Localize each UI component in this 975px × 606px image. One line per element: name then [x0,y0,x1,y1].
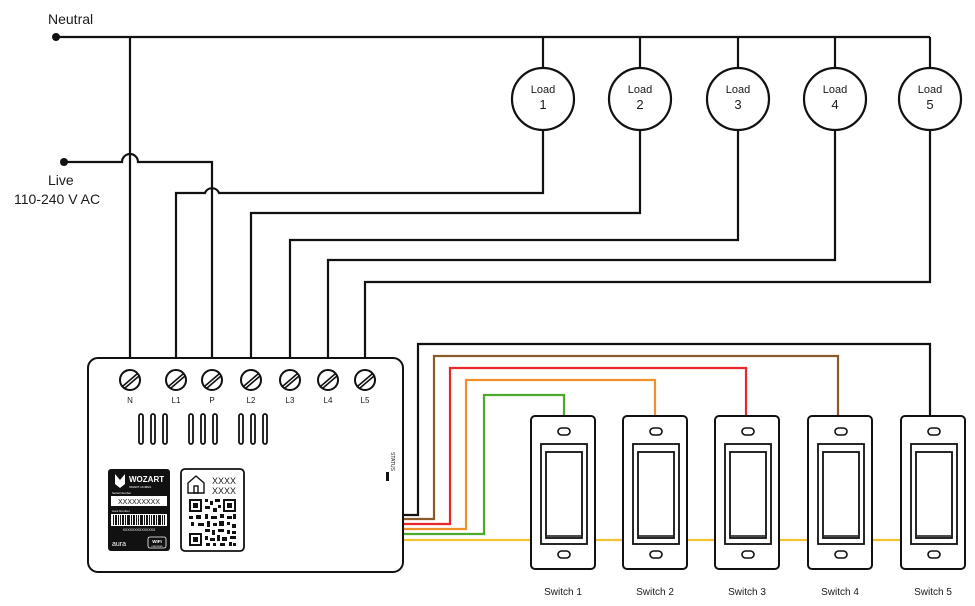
svg-text:Load: Load [531,84,555,96]
terminal-p [201,369,223,391]
qr-code-line-2: XXXX [212,486,236,496]
qr-code-line-1: XXXX [212,476,236,486]
vent-slots [138,413,268,445]
terminal-label-l3: L3 [286,396,295,405]
brand-subtitle: SMART HOMES [129,485,151,489]
load-return-wires [249,130,932,368]
svg-text:CERTIFIED: CERTIFIED [151,546,163,548]
svg-text:3: 3 [734,97,741,112]
load-4: Load 4 [802,66,868,132]
qr-sticker: XXXX XXXX [180,468,245,552]
svg-text:1: 1 [539,97,546,112]
qr-code [189,499,236,546]
svg-text:Load: Load [823,84,847,96]
terminal-screws [119,369,376,391]
wire-black [403,342,932,517]
switch-label-2: Switch 2 [636,587,674,598]
svg-text:WIFI: WIFI [152,539,162,544]
switch-label-5: Switch 5 [914,587,952,598]
terminal-label-l5: L5 [361,396,370,405]
terminal-label-l1: L1 [172,396,181,405]
voltage-label: 110-240 V AC [14,191,100,207]
svg-text:5: 5 [926,97,933,112]
switch-2[interactable] [622,415,688,570]
wire-green [403,393,566,536]
terminal-label-p: P [209,396,214,405]
load-3: Load 3 [705,66,771,132]
controller-device: N L1 P L2 L3 L4 L5 STATUS WOZART [87,357,404,573]
terminal-label-n: N [127,396,133,405]
terminal-l4 [317,369,339,391]
terminal-l2 [240,369,262,391]
load-1: Load 1 [510,66,576,132]
terminal-l5 [354,369,376,391]
switch-5[interactable] [900,415,966,570]
neutral-label: Neutral [48,11,93,27]
barcode [111,514,167,526]
serial-heading: Serial Number [112,491,131,495]
switch-3[interactable] [714,415,780,570]
aura-heading: Aura Number [112,509,130,513]
wire-orange [403,378,657,531]
product-label: WOZART SMART HOMES Serial Number XXXXXXX… [108,469,170,551]
terminal-l1 [165,369,187,391]
wire-brown [403,354,840,521]
home-icon [187,475,205,494]
status-label: STATUS [389,452,395,472]
terminal-l3 [279,369,301,391]
terminal-label-l2: L2 [247,396,256,405]
switch-label-3: Switch 3 [728,587,766,598]
svg-text:Load: Load [628,84,652,96]
switch-label-1: Switch 1 [544,587,582,598]
wire-red [403,366,748,526]
model-name: aura [112,541,126,548]
svg-text:4: 4 [831,97,838,112]
terminal-n [119,369,141,391]
switch-label-4: Switch 4 [821,587,859,598]
wifi-badge-icon: WIFI CERTIFIED [147,536,167,549]
svg-text:2: 2 [636,97,643,112]
svg-text:Load: Load [726,84,750,96]
switch-1[interactable] [530,415,596,570]
serial-number: XXXXXXXXX [118,499,160,506]
wozart-logo-icon [115,474,125,488]
neutral-wires [56,35,932,368]
live-label: Live [48,172,74,188]
live-wires [64,130,545,368]
switch-4[interactable] [807,415,873,570]
brand-name: WOZART [129,475,164,484]
status-led [386,472,389,481]
svg-text:Load: Load [918,84,942,96]
barcode-number: XXXXXXXXXXXXXX [123,528,156,532]
load-2: Load 2 [607,66,673,132]
terminal-label-l4: L4 [324,396,333,405]
load-5: Load 5 [897,66,963,132]
